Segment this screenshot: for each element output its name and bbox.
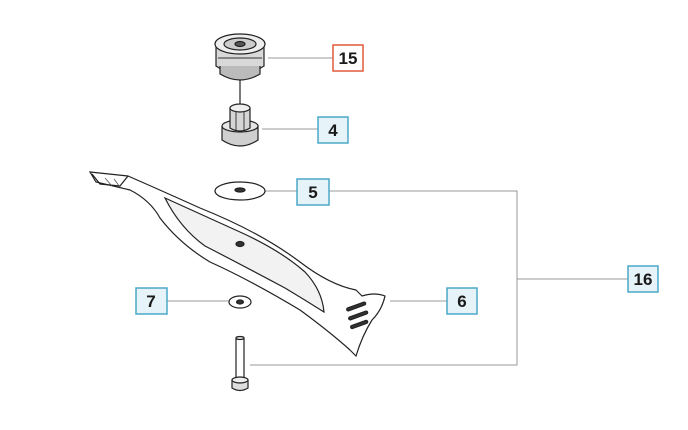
cap-nut-part — [214, 33, 266, 81]
callout-5-label: 5 — [308, 183, 317, 202]
small-washer-hole — [235, 299, 245, 305]
cap-nut-hole — [234, 40, 246, 48]
callout-6[interactable]: 6 — [446, 287, 478, 315]
washer-part — [214, 181, 266, 201]
callout-4-box — [317, 116, 349, 144]
callout-16-label: 16 — [634, 270, 653, 289]
callout-15-box — [332, 44, 364, 72]
callout-15-label: 15 — [339, 49, 358, 68]
blade-slot — [346, 301, 367, 312]
bolt-shaft-tip — [235, 335, 245, 341]
small-washer-part — [228, 295, 252, 309]
leader-lines — [167, 57, 628, 366]
callout-5-box — [296, 178, 330, 206]
blade-slot — [350, 319, 369, 330]
callout-4-label: 4 — [328, 121, 338, 140]
blade-part — [88, 171, 386, 358]
bolt-head-top — [231, 376, 249, 384]
blade-tip-lines — [104, 177, 121, 188]
adapter-stem-top — [229, 103, 251, 113]
washer-hole — [234, 187, 246, 193]
callout-4[interactable]: 4 — [317, 116, 349, 144]
callout-16[interactable]: 16 — [627, 265, 659, 293]
leader-5-to-16 — [250, 190, 518, 366]
blade-tip-edge — [91, 173, 129, 187]
callout-7-label: 7 — [146, 292, 155, 311]
blade-inner-rib — [163, 196, 325, 314]
callout-15[interactable]: 15 — [332, 44, 364, 72]
callout-5[interactable]: 5 — [296, 178, 330, 206]
bolt-shaft — [235, 337, 245, 383]
blade-bolt-part — [231, 335, 249, 392]
callout-16-box — [627, 265, 659, 293]
callout-6-box — [446, 287, 478, 315]
blade-slot — [348, 310, 369, 321]
blade-adapter-part — [221, 103, 259, 147]
adapter-stem — [229, 107, 251, 132]
blade-slots — [346, 301, 369, 330]
blade-outline — [88, 171, 386, 358]
callout-7-box — [135, 287, 168, 315]
callout-7[interactable]: 7 — [135, 287, 168, 315]
blade-center-hole — [235, 240, 245, 248]
callout-6-label: 6 — [457, 292, 466, 311]
cap-nut-rim — [219, 66, 261, 81]
